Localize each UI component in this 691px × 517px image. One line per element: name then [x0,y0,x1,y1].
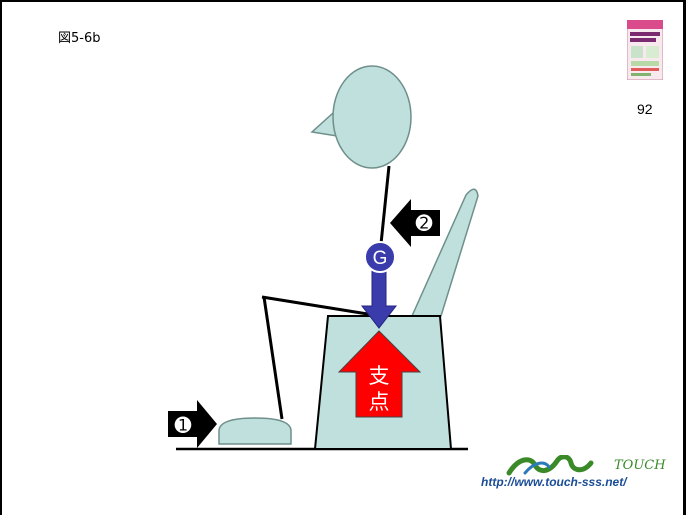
backrest-shape [412,189,478,316]
fulcrum-char-2: 点 [369,390,390,414]
fulcrum-char-1: 支 [369,364,390,388]
touch-logo-swoosh [505,455,617,477]
logo-word: TOUCH [614,458,666,473]
head-shape [333,66,411,168]
push-arrow-two-label: ➋ [416,211,433,235]
lower-leg-line [264,297,282,419]
foot-shape [219,418,291,444]
gravity-center-label: G [373,248,388,269]
website-url[interactable]: http://www.touch-sss.net/ [481,475,627,489]
push-arrow-one-label: ➊ [175,413,192,437]
